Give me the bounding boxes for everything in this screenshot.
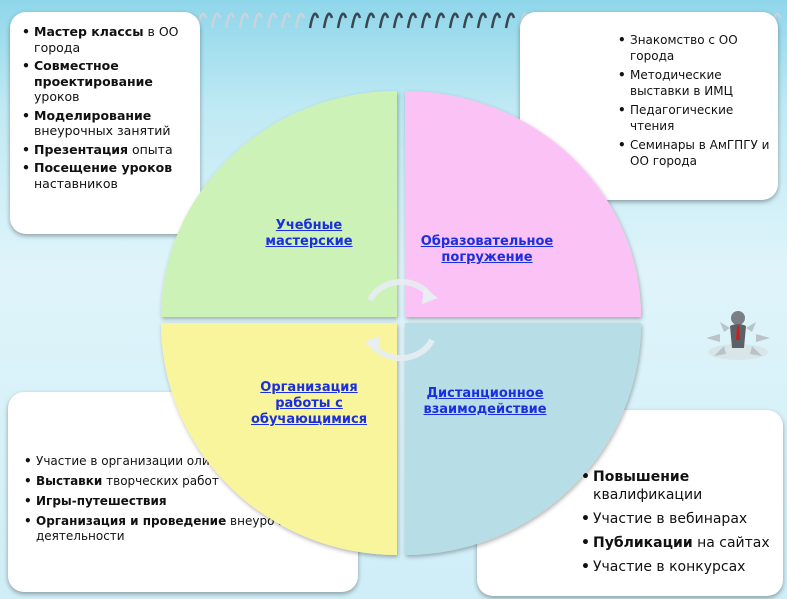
quadrant-label-bottom-right[interactable]: Дистанционное взаимодействие (423, 386, 547, 417)
list-item: Публикации на сайтах (579, 534, 775, 552)
person-arrows-icon (706, 311, 770, 360)
list-item-text: Участие в вебинарах (593, 511, 748, 527)
list-item-text: квалификации (593, 487, 703, 503)
list-item-text: в ОО города (34, 24, 179, 55)
list-item: Участие в вебинарах (579, 510, 775, 528)
list-item: Посещение уроков наставников (20, 160, 192, 191)
list-item-text: Семинары в АмГПГУ и ОО города (630, 138, 770, 168)
list-item-bold: Выставки (36, 474, 103, 488)
card-top-right: Знакомство с ОО городаМетодические выста… (520, 12, 778, 200)
list-item-bold: Публикации (593, 535, 693, 551)
list-item: Семинары в АмГПГУ и ОО города (616, 137, 770, 169)
list-item-bold: Посещение уроков (34, 160, 173, 175)
list-item-bold: Презентация (34, 141, 128, 157)
list-item-text: опыта (128, 141, 173, 157)
list-item-text: наставников (34, 175, 118, 191)
list-item-bold: Моделирование (34, 107, 152, 123)
list-item-text: Участие в организации олимпиад и конкурс… (36, 454, 331, 468)
list-item-text: на сайтах (692, 535, 770, 551)
list-item: Знакомство с ОО города (616, 32, 770, 64)
list-item: Педагогические чтения (616, 102, 770, 134)
list-item-text: Участие в конкурсах (593, 559, 746, 575)
quadrant-label-top-right[interactable]: Образовательное погружение (420, 234, 554, 265)
list-item-text: творческих работ (102, 474, 219, 488)
list-item-text: Знакомство с ОО города (630, 33, 738, 63)
list-item: Моделирование внеурочных занятий (20, 108, 192, 139)
card-top-left: Мастер классы в ОО городаСовместное прое… (10, 12, 200, 234)
quadrant-label-top-left[interactable]: Учебные мастерские (265, 218, 353, 249)
list-item-text: внеурочных занятий (34, 123, 171, 138)
list-item: Выставки творческих работ (22, 474, 350, 489)
list-item-text: Педагогические чтения (630, 103, 734, 133)
list-item: Методические выставки в ИМЦ (616, 67, 770, 99)
list-item: Организация и проведение внеурочной деят… (22, 514, 350, 544)
list-item-text: Методические выставки в ИМЦ (630, 68, 733, 98)
cycle-arrows-icon (367, 278, 435, 362)
list-item-bold: Повышение (593, 469, 690, 485)
list-item: Мастер классы в ОО города (20, 24, 192, 55)
list-item: Участие в конкурсах (579, 558, 775, 576)
list-item: Игры-путешествия (22, 494, 350, 509)
list-item: Повышение квалификации (579, 468, 775, 504)
list-item-bold: Мастер классы (34, 24, 144, 39)
quadrant-label-bottom-left[interactable]: Организация работы с обучающимися (250, 380, 368, 427)
list-item-bold: Организация и проведение (36, 514, 227, 528)
list-item: Совместное проектирование уроков (20, 58, 192, 105)
list-item-bold: Игры-путешествия (36, 494, 167, 508)
list-item-text: уроков (34, 89, 80, 104)
list-item: Участие в организации олимпиад и конкурс… (22, 454, 350, 469)
card-bottom-right: Повышение квалификацииУчастие в вебинара… (477, 410, 783, 596)
list-item-bold: Совместное проектирование (34, 58, 153, 89)
list-item: Презентация опыта (20, 142, 192, 158)
